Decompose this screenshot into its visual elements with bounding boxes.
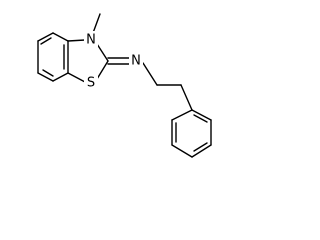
- bond-phenyl-6: [171, 109, 193, 121]
- bond-phenyl-1: [191, 109, 212, 121]
- bond-n-methyl: [92, 13, 101, 34]
- bond-c-n-ring: [67, 39, 86, 42]
- s-ring-label-bg: [84, 75, 98, 91]
- structure-diagram: N S N: [37, 13, 212, 158]
- bond-phenyl-4: [171, 144, 193, 158]
- bond-n-c2: [96, 43, 109, 62]
- bond-benzo-1: [52, 32, 69, 42]
- atom-n-imine: N: [131, 54, 141, 69]
- n-imine-label-bg: [129, 53, 143, 69]
- bond-n-ch2: [142, 62, 158, 86]
- bond-phenyl-3: [191, 144, 212, 158]
- molecule-svg: N S N: [37, 13, 212, 158]
- bond-benzo-double-2: [42, 69, 54, 77]
- atom-n-ring: N: [86, 33, 96, 48]
- bond-benzo-2: [37, 32, 54, 42]
- bond-benzo-4: [37, 72, 54, 82]
- bond-s-c: [67, 72, 86, 83]
- atom-s-ring: S: [87, 76, 95, 91]
- bonds-group: [37, 13, 212, 158]
- n-ring-label-bg: [84, 31, 98, 47]
- bond-phenyl-double-2: [193, 142, 208, 152]
- bond-benzo-5: [52, 72, 69, 82]
- bond-benzo-double-1: [40, 37, 52, 45]
- bond-c2-s: [96, 60, 109, 80]
- bond-ch2-phenyl: [180, 84, 193, 111]
- bond-phenyl-double-1: [193, 114, 208, 123]
